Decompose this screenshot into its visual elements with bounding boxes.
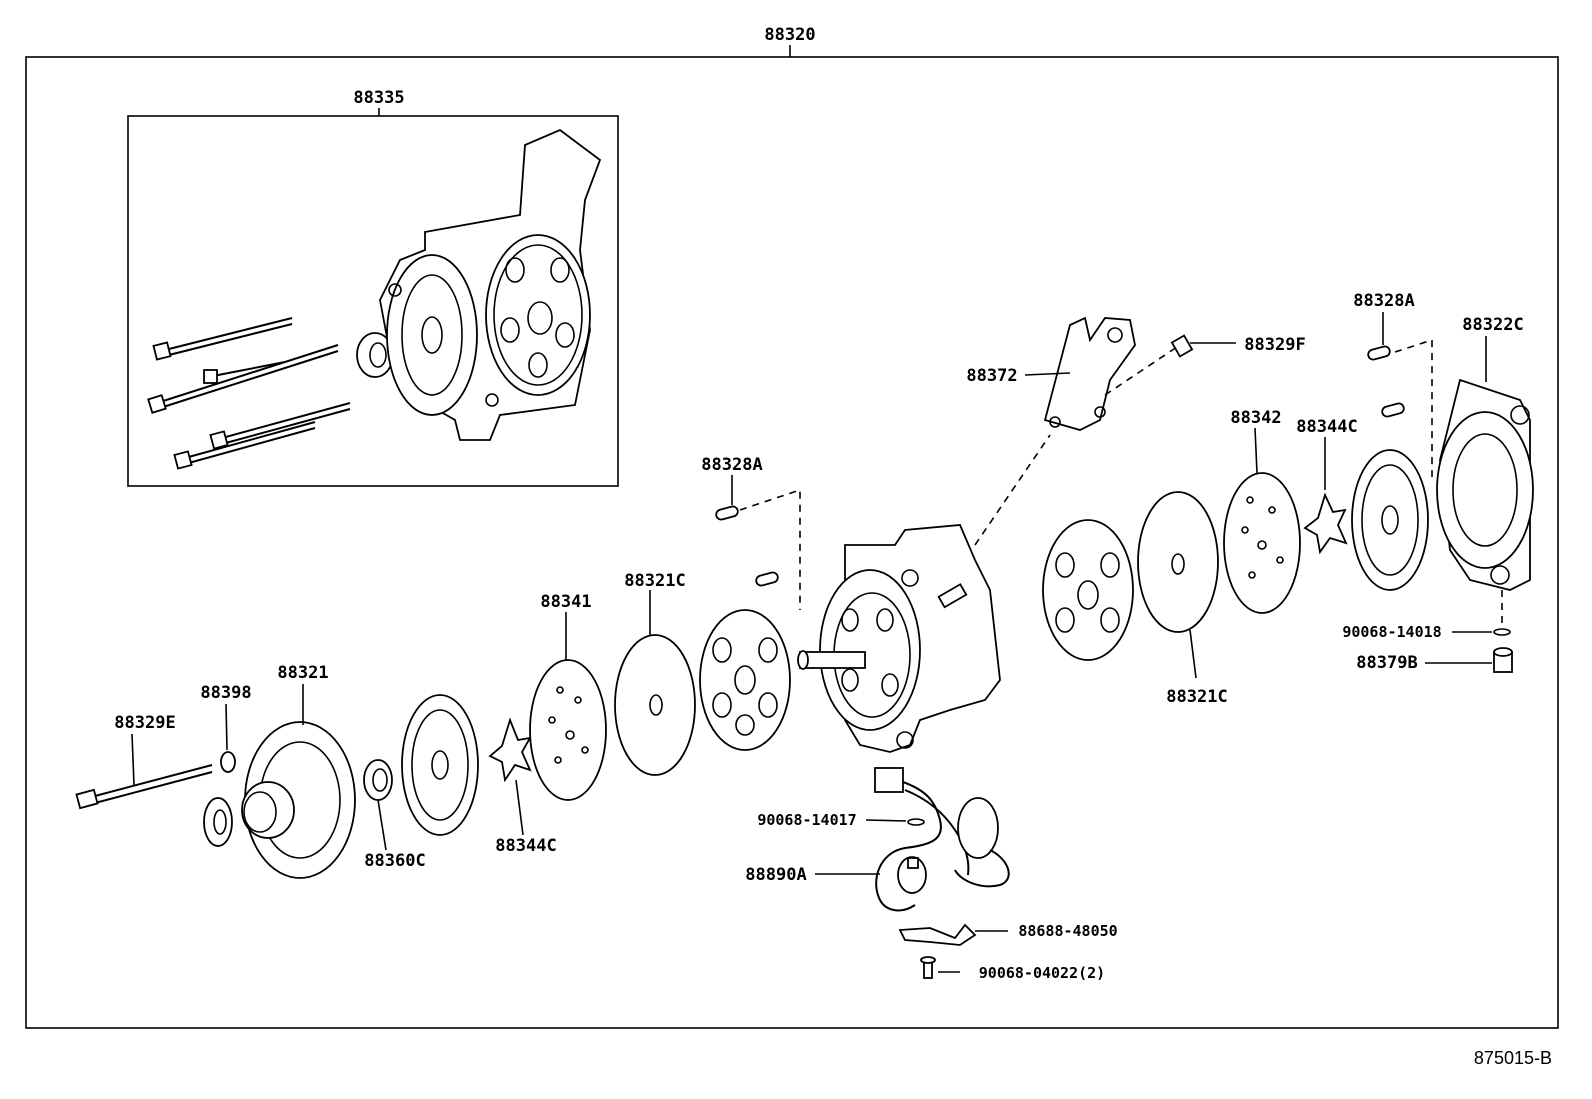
part-88344C-front: 88344C (488, 717, 557, 856)
label-88344C-rear: 88344C (1296, 417, 1357, 437)
label-88398: 88398 (200, 683, 251, 703)
part-90068-14017: 90068-14017 (757, 811, 925, 829)
part-90068-04022: 90068-04022(2) (920, 956, 1105, 982)
label-88342: 88342 (1230, 408, 1281, 428)
label-88328A-front: 88328A (701, 455, 762, 475)
part-88321C-front: 88321C (614, 571, 696, 776)
part-88890A: 88890A (745, 767, 1010, 912)
part-88322C: 88322C (1436, 315, 1534, 625)
label-88321C-front: 88321C (624, 571, 685, 591)
part-88342: 88342 (1223, 408, 1301, 614)
label-88890A: 88890A (745, 865, 806, 885)
label-90068-04022: 90068-04022(2) (979, 964, 1105, 982)
label-88372: 88372 (966, 366, 1017, 386)
part-88372: 88372 (966, 316, 1181, 431)
label-88329E: 88329E (114, 713, 175, 733)
sub-bolts-drawing (147, 317, 351, 470)
part-88360C: 88360C (363, 759, 426, 871)
label-90068-14018: 90068-14018 (1342, 623, 1441, 641)
label-88379B: 88379B (1356, 653, 1417, 673)
label-88321C-rear: 88321C (1166, 687, 1227, 707)
part-88328A-rear: 88328A (1353, 291, 1433, 480)
main-assembly-frame: 88320 (25, 25, 1559, 1029)
label-88344C-front: 88344C (495, 836, 556, 856)
label-88360C: 88360C (364, 851, 425, 871)
part-88328A-front: 88328A (701, 455, 801, 610)
label-88688-48050: 88688-48050 (1018, 922, 1117, 940)
label-90068-14017: 90068-14017 (757, 811, 856, 829)
part-88321C-rear: 88321C (1137, 491, 1228, 707)
part-88688-48050: 88688-48050 (898, 922, 1118, 946)
label-88341: 88341 (540, 592, 591, 612)
rear-valve-plate-drawing (1351, 449, 1429, 591)
part-88379B: 88379B (1356, 647, 1513, 673)
label-88328A-rear: 88328A (1353, 291, 1414, 311)
label-88329F: 88329F (1244, 335, 1305, 355)
front-cylinder-plate-drawing (699, 609, 791, 751)
part-88398: 88398 (200, 683, 252, 773)
label-88322C: 88322C (1462, 315, 1523, 335)
cylinder-block-drawing (797, 434, 1051, 753)
label-88320: 88320 (764, 25, 815, 45)
front-valve-plate-drawing (401, 694, 479, 836)
sub-housing-drawing (356, 128, 602, 441)
part-88329E: 88329E (75, 713, 213, 810)
part-90068-14018: 90068-14018 (1342, 623, 1511, 641)
label-88321: 88321 (277, 663, 328, 683)
label-88335: 88335 (353, 88, 404, 108)
rear-cylinder-plate-drawing (1042, 519, 1134, 661)
figure-id: 875015-B (1474, 1048, 1552, 1068)
part-88321: 88321 (203, 663, 356, 879)
part-88329F: 88329F (1170, 334, 1306, 358)
sub-assembly-box: 88335 (127, 88, 619, 487)
part-88341: 88341 (529, 592, 607, 801)
part-88344C-rear: 88344C (1296, 417, 1358, 555)
